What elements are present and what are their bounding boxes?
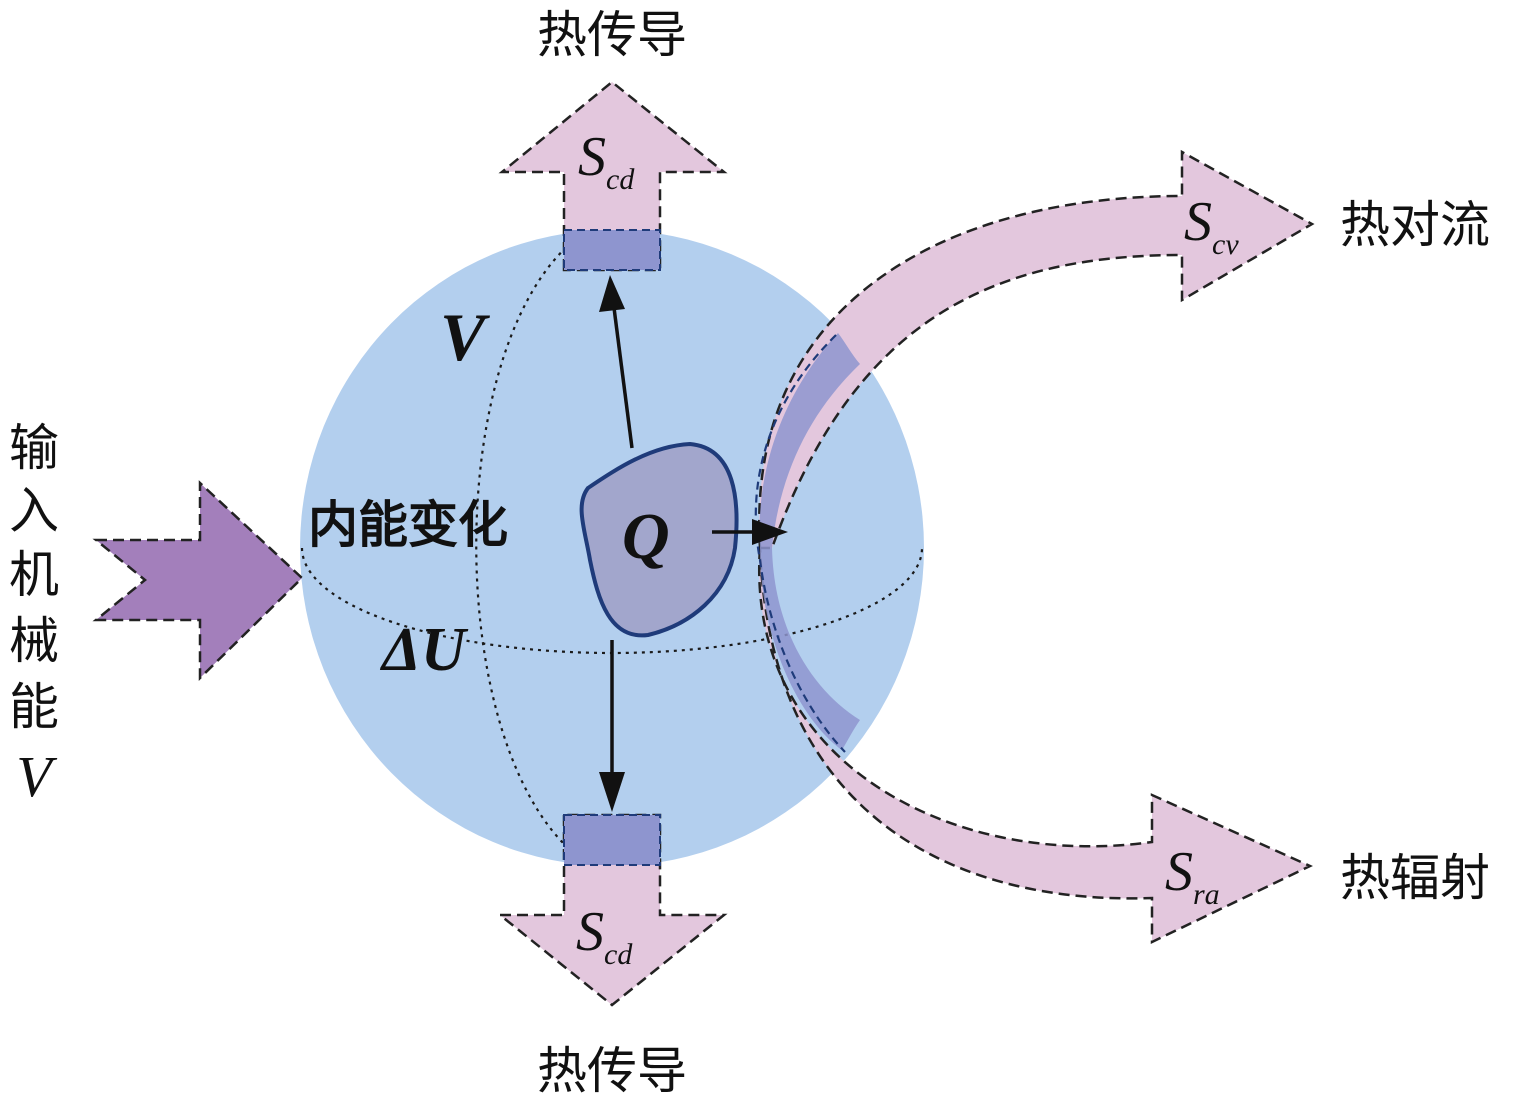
convection-flux-sub: cv xyxy=(1212,228,1239,261)
radiation-flux-sub: ra xyxy=(1193,878,1220,911)
arrow-to-top-line xyxy=(611,299,634,449)
conduction-bottom-flux-sub: cd xyxy=(604,938,633,971)
conduction-bottom-label: 热传导 xyxy=(537,1042,687,1100)
conduction-top-flux: Scd xyxy=(578,126,635,196)
mechanical-input-char-3: 机 xyxy=(9,546,59,604)
conduction-top-flux-sub: cd xyxy=(606,163,635,196)
conduction-top-label: 热传导 xyxy=(537,6,687,64)
mechanical-input-char-5: 能 xyxy=(9,678,59,736)
volume-symbol: V xyxy=(440,299,490,375)
mechanical-input-symbol: V xyxy=(16,744,58,809)
radiation-flux: Sra xyxy=(1165,841,1220,911)
radiation-arrow xyxy=(757,547,1313,944)
mechanical-input-char-2: 入 xyxy=(9,482,59,540)
overlap-outline xyxy=(754,334,846,753)
arrow-to-bottom-head xyxy=(599,772,625,812)
mechanical-input-arrow xyxy=(92,480,304,681)
convection-flux: Scv xyxy=(1184,191,1239,261)
mechanical-input-char-1: 输 xyxy=(9,419,59,477)
radiation-overlap xyxy=(760,548,860,750)
heat-source-label: Q xyxy=(622,500,670,573)
internal-energy-change-label: 内能变化 xyxy=(308,496,508,554)
convection-arrow xyxy=(757,149,1315,550)
conduction-bottom-flux-main: S xyxy=(576,901,604,963)
delta-u-label: ΔU xyxy=(379,616,469,684)
conduction-bottom-flux: Scd xyxy=(576,901,633,971)
convection-overlap xyxy=(759,333,860,548)
sphere-meridian-line xyxy=(475,231,586,863)
heat-source-region xyxy=(579,441,739,638)
conduction-top-arrow xyxy=(498,80,728,272)
mechanical-input-char-4: 械 xyxy=(9,612,59,670)
arrow-to-right-head xyxy=(752,519,788,545)
radiation-label: 热辐射 xyxy=(1340,849,1490,907)
convection-flux-main: S xyxy=(1184,191,1212,253)
radiation-flux-main: S xyxy=(1165,841,1193,903)
conduction-top-overlap xyxy=(563,229,661,271)
conduction-top-flux-main: S xyxy=(578,126,606,188)
arrow-to-top-head xyxy=(599,275,625,312)
conduction-bottom-overlap xyxy=(563,814,661,866)
convection-label: 热对流 xyxy=(1340,196,1490,254)
